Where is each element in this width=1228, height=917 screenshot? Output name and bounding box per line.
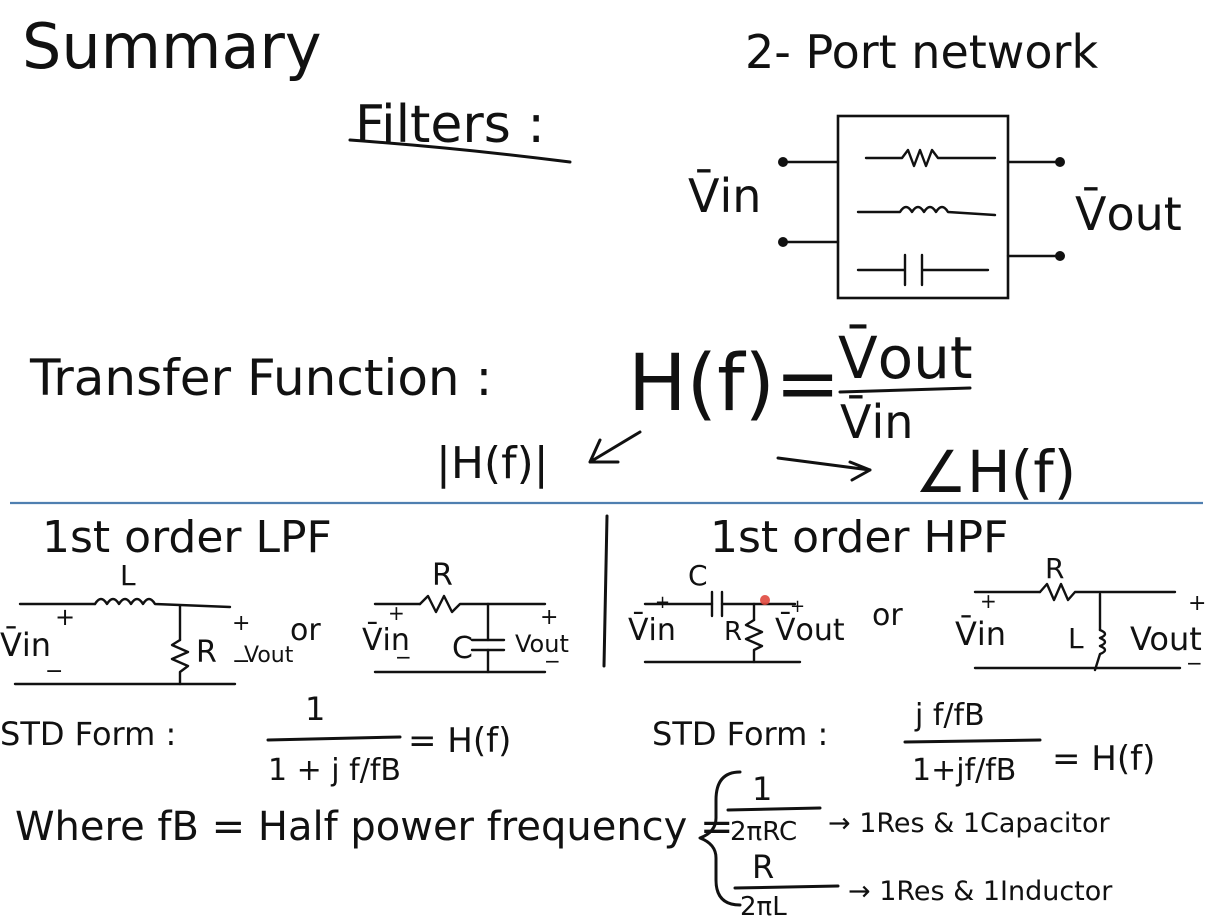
filters-underline xyxy=(348,138,572,164)
lpf-rl-plus-in: + xyxy=(55,603,75,631)
where-text: Where fB = Half power frequency = xyxy=(15,804,734,850)
lpf-rc-r: R xyxy=(432,558,453,593)
hpf-std-equals: = H(f) xyxy=(1052,739,1155,779)
hpf-std-label: STD Form : xyxy=(652,715,828,753)
hpf-rc-plus-out: + xyxy=(790,596,805,617)
hpf-or: or xyxy=(872,598,903,633)
lpf-rc-vout: Vout xyxy=(515,630,569,658)
phase-label: ∠H(f) xyxy=(915,438,1076,506)
lpf-rc-circuit xyxy=(373,594,547,674)
case2-denominator: 2πL xyxy=(740,892,787,917)
two-port-network-diagram xyxy=(778,114,1065,300)
hpf-title: 1st order HPF xyxy=(710,512,1008,563)
lpf-rc-c: C xyxy=(452,631,473,666)
tf-denominator: V̄in xyxy=(840,395,913,449)
tf-numerator: V̄out xyxy=(838,322,973,392)
pen-pointer-icon xyxy=(760,595,770,605)
column-divider xyxy=(602,514,609,668)
lpf-rl-vout: Vout xyxy=(244,643,294,668)
lpf-rl-plus-out: + xyxy=(232,611,250,636)
lpf-rl-l: L xyxy=(120,559,136,592)
lpf-std-denominator: 1 + j f/fB xyxy=(268,753,401,788)
inductor-symbol xyxy=(856,205,997,217)
hpf-rc-vout: V̄out xyxy=(775,612,845,648)
case1-numerator: 1 xyxy=(752,770,772,808)
case1-denominator: 2πRC xyxy=(730,817,797,847)
hpf-std-fraction-bar xyxy=(903,738,1042,744)
lpf-rl-circuit xyxy=(13,597,237,686)
vin-label: V̄in xyxy=(688,169,761,223)
lpf-rl-minus-in: − xyxy=(45,659,63,684)
lpf-rc-plus-in: + xyxy=(388,601,405,625)
lpf-rc-vin: V̄in xyxy=(362,622,410,658)
case1-note: → 1Res & 1Capacitor xyxy=(828,808,1111,839)
lpf-rc-minus-in: − xyxy=(395,645,412,669)
hpf-rl-plus-in: + xyxy=(980,589,997,613)
two-port-title: 2- Port network xyxy=(745,25,1098,79)
hpf-rl-vout: Vout xyxy=(1130,620,1202,658)
lpf-title: 1st order LPF xyxy=(42,512,332,563)
hpf-rl-l: L xyxy=(1068,622,1084,655)
magnitude-label: |H(f)| xyxy=(436,438,549,489)
hpf-rl-plus-out: + xyxy=(1188,591,1206,616)
lpf-rc-plus-out: + xyxy=(540,605,558,630)
lpf-rl-vin: V̄in xyxy=(0,625,51,664)
lpf-rl-r: R xyxy=(196,635,217,670)
hpf-rc-r: R xyxy=(724,617,742,647)
hpf-rc-c: C xyxy=(688,559,708,592)
hpf-rc-circuit xyxy=(643,590,802,664)
lpf-std-label: STD Form : xyxy=(0,715,176,753)
arrow-to-magnitude-icon xyxy=(588,430,642,464)
hpf-std-denominator: 1+jf/fB xyxy=(912,753,1016,788)
hpf-std-numerator: j f/fB xyxy=(914,698,985,733)
lpf-std-equals: = H(f) xyxy=(408,721,511,761)
lpf-std-numerator: 1 xyxy=(305,690,325,728)
hpf-rl-circuit xyxy=(973,582,1182,672)
fraction-bar xyxy=(838,386,972,394)
h-of-f: H(f)= xyxy=(628,339,840,429)
resistor-symbol xyxy=(864,148,997,168)
summary-heading: Summary xyxy=(22,10,322,83)
hpf-rl-minus-out: − xyxy=(1186,651,1203,675)
two-port-box xyxy=(836,114,1010,300)
lpf-rl-minus-out: − xyxy=(232,649,250,674)
lpf-rc-minus-out: − xyxy=(544,649,561,673)
case2-note: → 1Res & 1Inductor xyxy=(848,876,1113,907)
hpf-rc-plus-in: + xyxy=(655,592,670,613)
case2-fraction-bar xyxy=(733,884,840,890)
case1-fraction-bar xyxy=(726,806,822,812)
lpf-std-fraction-bar xyxy=(266,735,402,742)
hpf-rl-vin: V̄in xyxy=(955,614,1006,653)
transfer-function-label: Transfer Function : xyxy=(29,349,492,407)
filters-heading: Filters : xyxy=(355,95,545,155)
case2-numerator: R xyxy=(752,848,774,886)
lpf-or: or xyxy=(290,613,321,648)
capacitor-symbol xyxy=(856,253,990,287)
hpf-rc-vin: V̄in xyxy=(628,612,676,648)
hpf-rl-r: R xyxy=(1045,552,1064,585)
vout-label: V̄out xyxy=(1075,187,1182,241)
brace-icon xyxy=(698,770,742,907)
arrow-to-phase-icon xyxy=(776,456,872,482)
